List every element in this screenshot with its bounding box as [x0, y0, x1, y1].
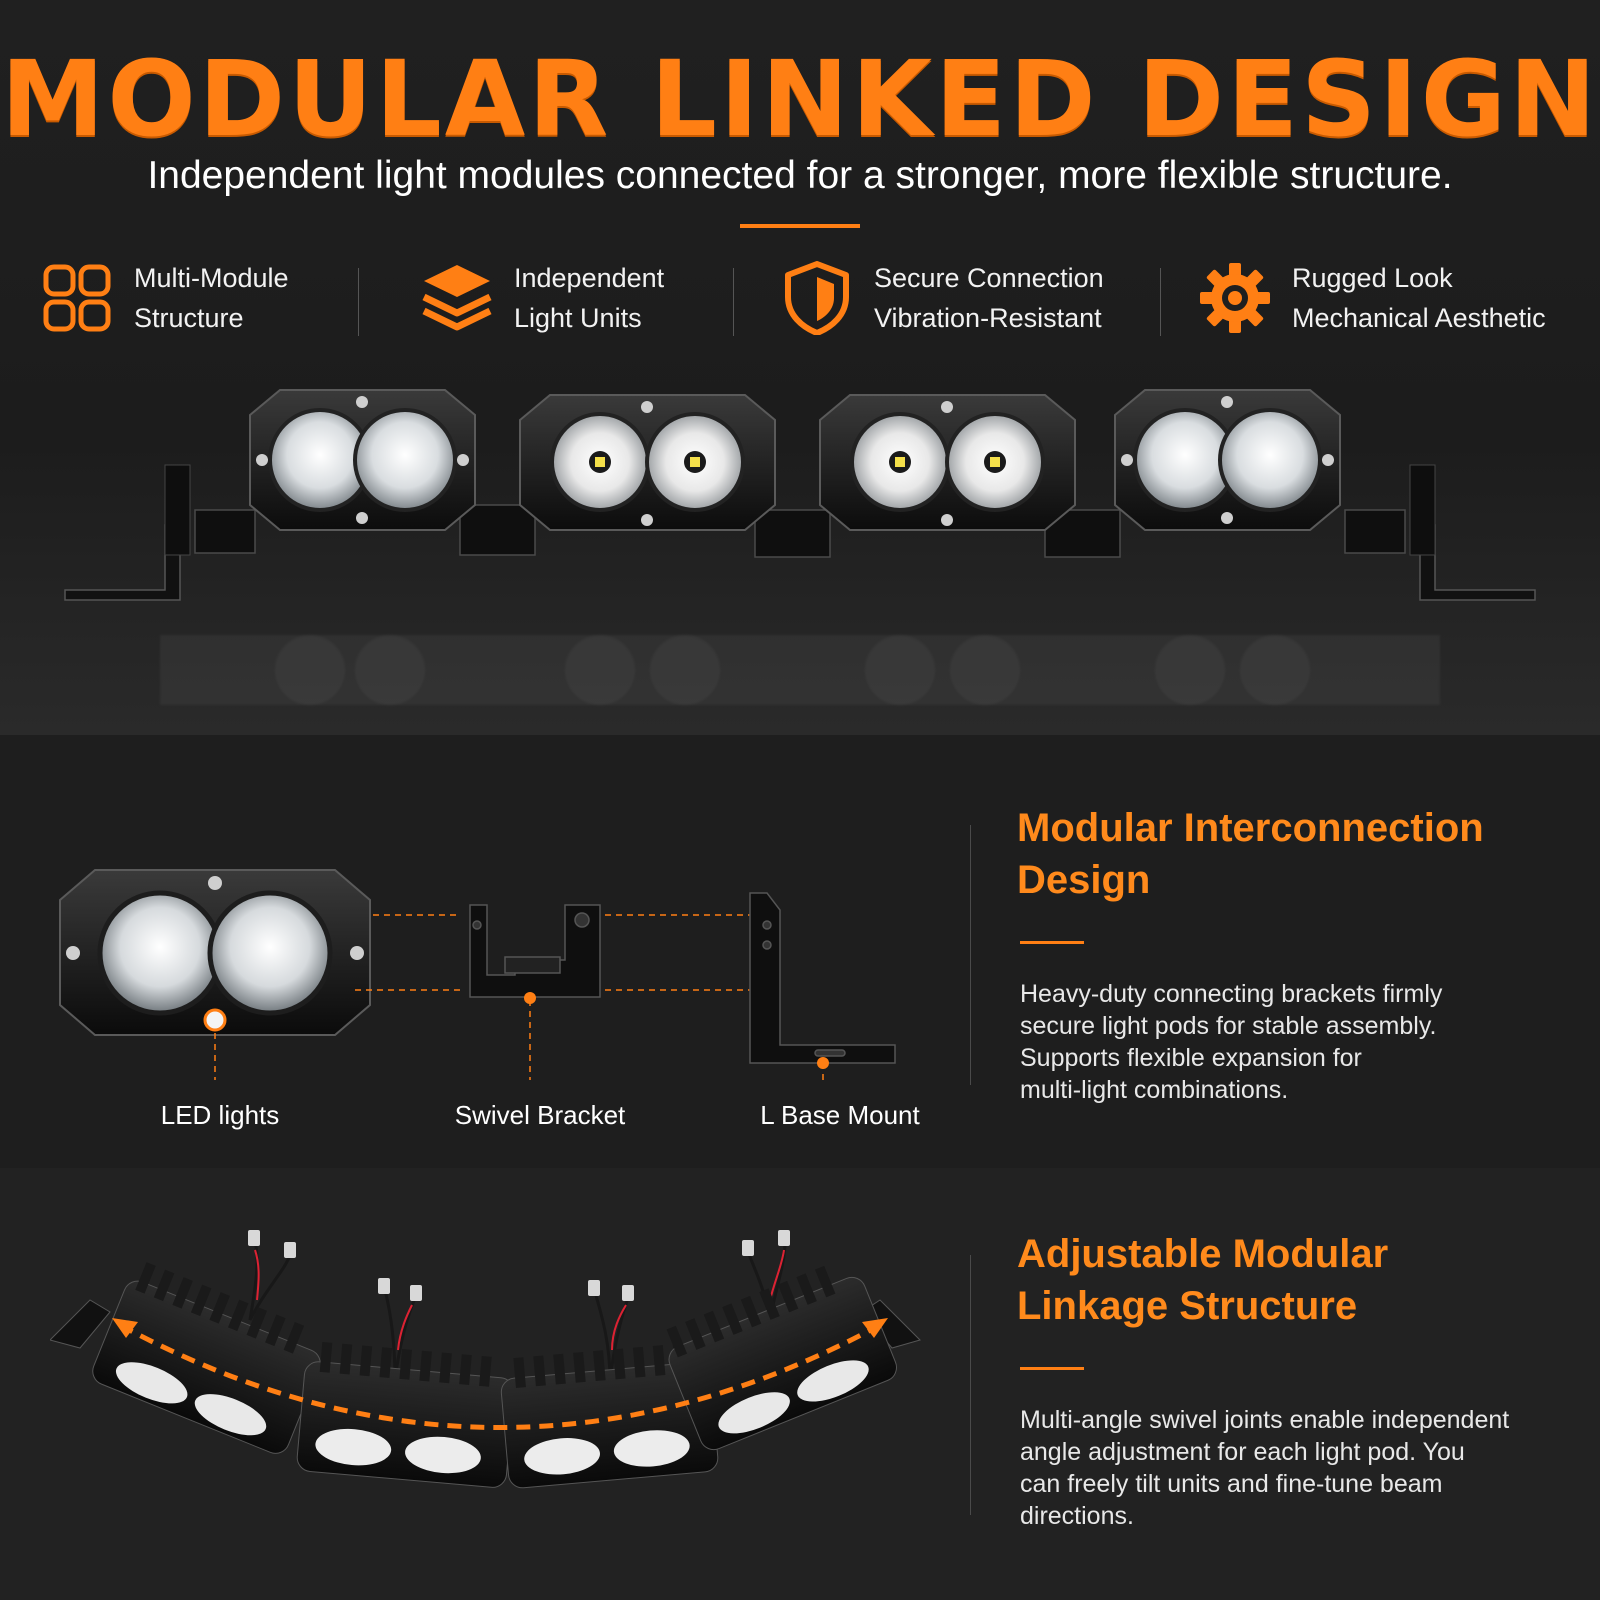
feature-label-2: Light Units [514, 303, 642, 333]
feature-divider [733, 268, 734, 336]
adjustable-title-line2: Linkage Structure [1017, 1284, 1358, 1328]
interconnect-title-line2: Design [1017, 858, 1151, 902]
body-line: directions. [1020, 1502, 1134, 1530]
page-title: MODULAR LINKED DESIGN [0, 38, 1600, 160]
feature-divider [358, 268, 359, 336]
body-line: angle adjustment for each light pod. You [1020, 1438, 1465, 1466]
body-line: can freely tilt units and fine-tune beam [1020, 1470, 1443, 1498]
interconnect-body: Heavy-duty connecting brackets firmly se… [1020, 978, 1580, 1106]
feature-label-1: Independent [514, 263, 665, 293]
feature-secure: Secure Connection Vibration-Resistant [780, 258, 1104, 338]
parts-diagram [59, 869, 896, 1080]
feature-multi-module: Multi-Module Structure [40, 258, 289, 338]
interconnect-title: Modular Interconnection Design [1017, 802, 1577, 906]
title-divider [740, 224, 860, 228]
interconnect-title-line1: Modular Interconnection [1017, 806, 1484, 850]
adjustable-title-line1: Adjustable Modular [1017, 1232, 1389, 1276]
shield-icon [780, 261, 854, 335]
part-label-led: LED lights [160, 1100, 280, 1130]
body-line: multi-light combinations. [1020, 1076, 1289, 1104]
part-label-lbase: L Base Mount [760, 1100, 920, 1130]
swivel-bracket [469, 904, 601, 998]
layers-icon [420, 261, 494, 335]
grid-icon [40, 261, 114, 335]
interconnect-divider [1020, 941, 1084, 944]
feature-rugged: Rugged Look Mechanical Aesthetic [1198, 258, 1546, 338]
body-line: Heavy-duty connecting brackets firmly [1020, 980, 1443, 1008]
section-divider [970, 1255, 971, 1515]
page-subtitle: Independent light modules connected for … [147, 154, 1453, 197]
adjustment-arc-icon [118, 1322, 882, 1430]
hero-section [0, 0, 1600, 735]
feature-label-2: Mechanical Aesthetic [1292, 303, 1546, 333]
led-pod [59, 869, 371, 1036]
feature-label-1: Multi-Module [134, 263, 289, 293]
curved-light-bar-illustration [50, 1230, 921, 1489]
part-label-swivel: Swivel Bracket [454, 1100, 626, 1130]
feature-label-1: Secure Connection [874, 263, 1104, 293]
feature-label-1: Rugged Look [1292, 263, 1453, 293]
feature-label-2: Structure [134, 303, 244, 333]
light-bar-reflection [160, 635, 1440, 705]
body-line: Multi-angle swivel joints enable indepen… [1020, 1406, 1510, 1434]
feature-divider [1160, 268, 1161, 336]
feature-label-2: Vibration-Resistant [874, 303, 1102, 333]
section-divider [970, 825, 971, 1085]
adjustable-divider [1020, 1367, 1084, 1370]
light-bar-illustration [64, 389, 1536, 601]
feature-independent: Independent Light Units [420, 258, 664, 338]
adjustable-body: Multi-angle swivel joints enable indepen… [1020, 1404, 1590, 1532]
body-line: Supports flexible expansion for [1020, 1044, 1362, 1072]
adjustable-title: Adjustable Modular Linkage Structure [1017, 1228, 1577, 1332]
gear-icon [1198, 261, 1272, 335]
l-base-mount [749, 892, 896, 1064]
body-line: secure light pods for stable assembly. [1020, 1012, 1437, 1040]
